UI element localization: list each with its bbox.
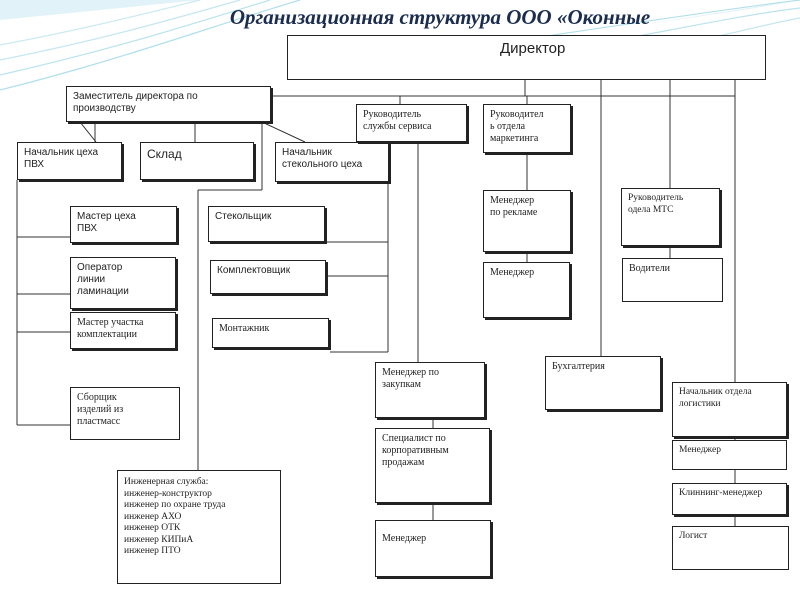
assembly-master-box: Мастер участка комплектации (70, 312, 176, 349)
corporate-sales-specialist-box: Специалист по корпоративным продажам (375, 428, 490, 503)
accounting-label: Бухгалтерия (552, 361, 605, 372)
mts-head-line-1: Руководитель (628, 193, 684, 203)
assembler-label: Комплектовщик (217, 265, 291, 276)
assembly-master-line-1: Мастер участка (77, 317, 144, 328)
deputy-line-1: Заместитель директора по (73, 91, 198, 102)
operator-line-2: линии (77, 274, 106, 285)
glazier-box: Стекольщик (208, 206, 325, 242)
director-box: Директор (287, 35, 766, 80)
pvc-shop-head-box: Начальник цеха ПВХ (17, 142, 122, 180)
mts-head-box: Руководитель одела МТС (621, 188, 720, 246)
drivers-label: Водители (629, 263, 670, 274)
engineering-line-4: инженер АХО (124, 511, 182, 522)
procurement-line-1: Менеджер по (382, 367, 440, 378)
pvc-master-line-1: Мастер цеха (77, 211, 136, 222)
marketing-manager-box: Менеджер (483, 262, 570, 318)
sales-manager-box: Менеджер (375, 520, 491, 577)
glazier-label: Стекольщик (215, 211, 272, 222)
engineering-line-1: Инженерная служба: (124, 477, 209, 487)
marketing-manager-label: Менеджер (490, 267, 535, 278)
assembly-master-line-2: комплектации (77, 329, 137, 340)
pvc-head-line-1: Начальник цеха (24, 147, 99, 158)
marketing-head-line-3: маркетинга (490, 133, 539, 144)
corporate-line-1: Специалист по (382, 433, 446, 444)
logistician-label: Логист (679, 531, 708, 541)
glass-head-line-1: Начальник (282, 147, 332, 158)
marketing-head-box: Руководител ь отдела маркетинга (483, 104, 571, 153)
sales-manager-label: Менеджер (382, 533, 427, 544)
installer-box: Монтажник (212, 318, 329, 348)
engineering-service-box: Инженерная служба: инженер-конструктор и… (117, 470, 281, 584)
operator-line-3: ламинации (77, 286, 129, 297)
assembler-box: Комплектовщик (210, 260, 326, 294)
logistics-head-line-2: логистики (679, 398, 721, 409)
engineering-line-5: инженер ОТК (124, 523, 181, 533)
logistics-head-line-1: Начальник отдела (679, 387, 752, 397)
mts-head-line-2: одела МТС (628, 204, 674, 215)
deputy-line-2: производству (73, 103, 136, 114)
cleaning-manager-box: Клиннинг-менеджер (672, 483, 787, 515)
title-line-1: Организационная структура ООО «Оконные (229, 5, 651, 29)
lamination-operator-box: Оператор линии ламинации (70, 257, 176, 309)
engineering-line-6: инженер КИПиА (124, 534, 194, 545)
ads-manager-box: Менеджер по рекламе (483, 190, 571, 252)
plastic-assembler-box: Сборщик изделий из пластмасс (70, 387, 180, 440)
service-head-line-1: Руководитель (363, 109, 422, 120)
glass-head-line-2: стекольного цеха (282, 159, 363, 170)
warehouse-label: Склад (147, 147, 182, 161)
logistician-box: Логист (672, 526, 789, 570)
engineering-line-2: инженер-конструктор (124, 488, 212, 499)
marketing-head-line-2: ь отдела (490, 121, 526, 132)
glass-shop-head-box: Начальник стекольного цеха (275, 142, 389, 182)
plastic-line-1: Сборщик (77, 392, 117, 403)
logistics-manager-label: Менеджер (679, 445, 721, 455)
ads-manager-line-2: по рекламе (490, 207, 538, 218)
logistics-manager-box: Менеджер (672, 440, 787, 470)
service-head-box: Руководитель службы сервиса (356, 104, 467, 142)
pvc-master-box: Мастер цеха ПВХ (70, 206, 177, 243)
procurement-manager-box: Менеджер по закупкам (375, 362, 485, 418)
plastic-line-2: изделий из (77, 404, 124, 415)
drivers-box: Водители (622, 258, 723, 302)
logistics-head-box: Начальник отдела логистики (672, 382, 787, 437)
procurement-line-2: закупкам (382, 379, 421, 390)
corporate-line-2: корпоративным (382, 445, 449, 456)
engineering-line-3: инженер по охране труда (124, 500, 226, 510)
pvc-head-line-2: ПВХ (24, 159, 45, 170)
plastic-line-3: пластмасс (77, 416, 121, 427)
cleaning-manager-label: Клиннинг-менеджер (679, 488, 763, 498)
service-head-line-2: службы сервиса (363, 121, 432, 132)
pvc-master-line-2: ПВХ (77, 223, 98, 234)
warehouse-box: Склад (140, 142, 254, 180)
accounting-box: Бухгалтерия (545, 356, 661, 410)
marketing-head-line-1: Руководител (490, 109, 544, 120)
operator-line-1: Оператор (77, 262, 123, 273)
director-label: Директор (500, 40, 566, 57)
installer-label: Монтажник (219, 323, 270, 334)
corporate-line-3: продажам (382, 457, 425, 468)
engineering-line-7: инженер ПТО (124, 546, 181, 556)
deputy-director-box: Заместитель директора по производству (66, 86, 271, 122)
ads-manager-line-1: Менеджер (490, 195, 535, 206)
